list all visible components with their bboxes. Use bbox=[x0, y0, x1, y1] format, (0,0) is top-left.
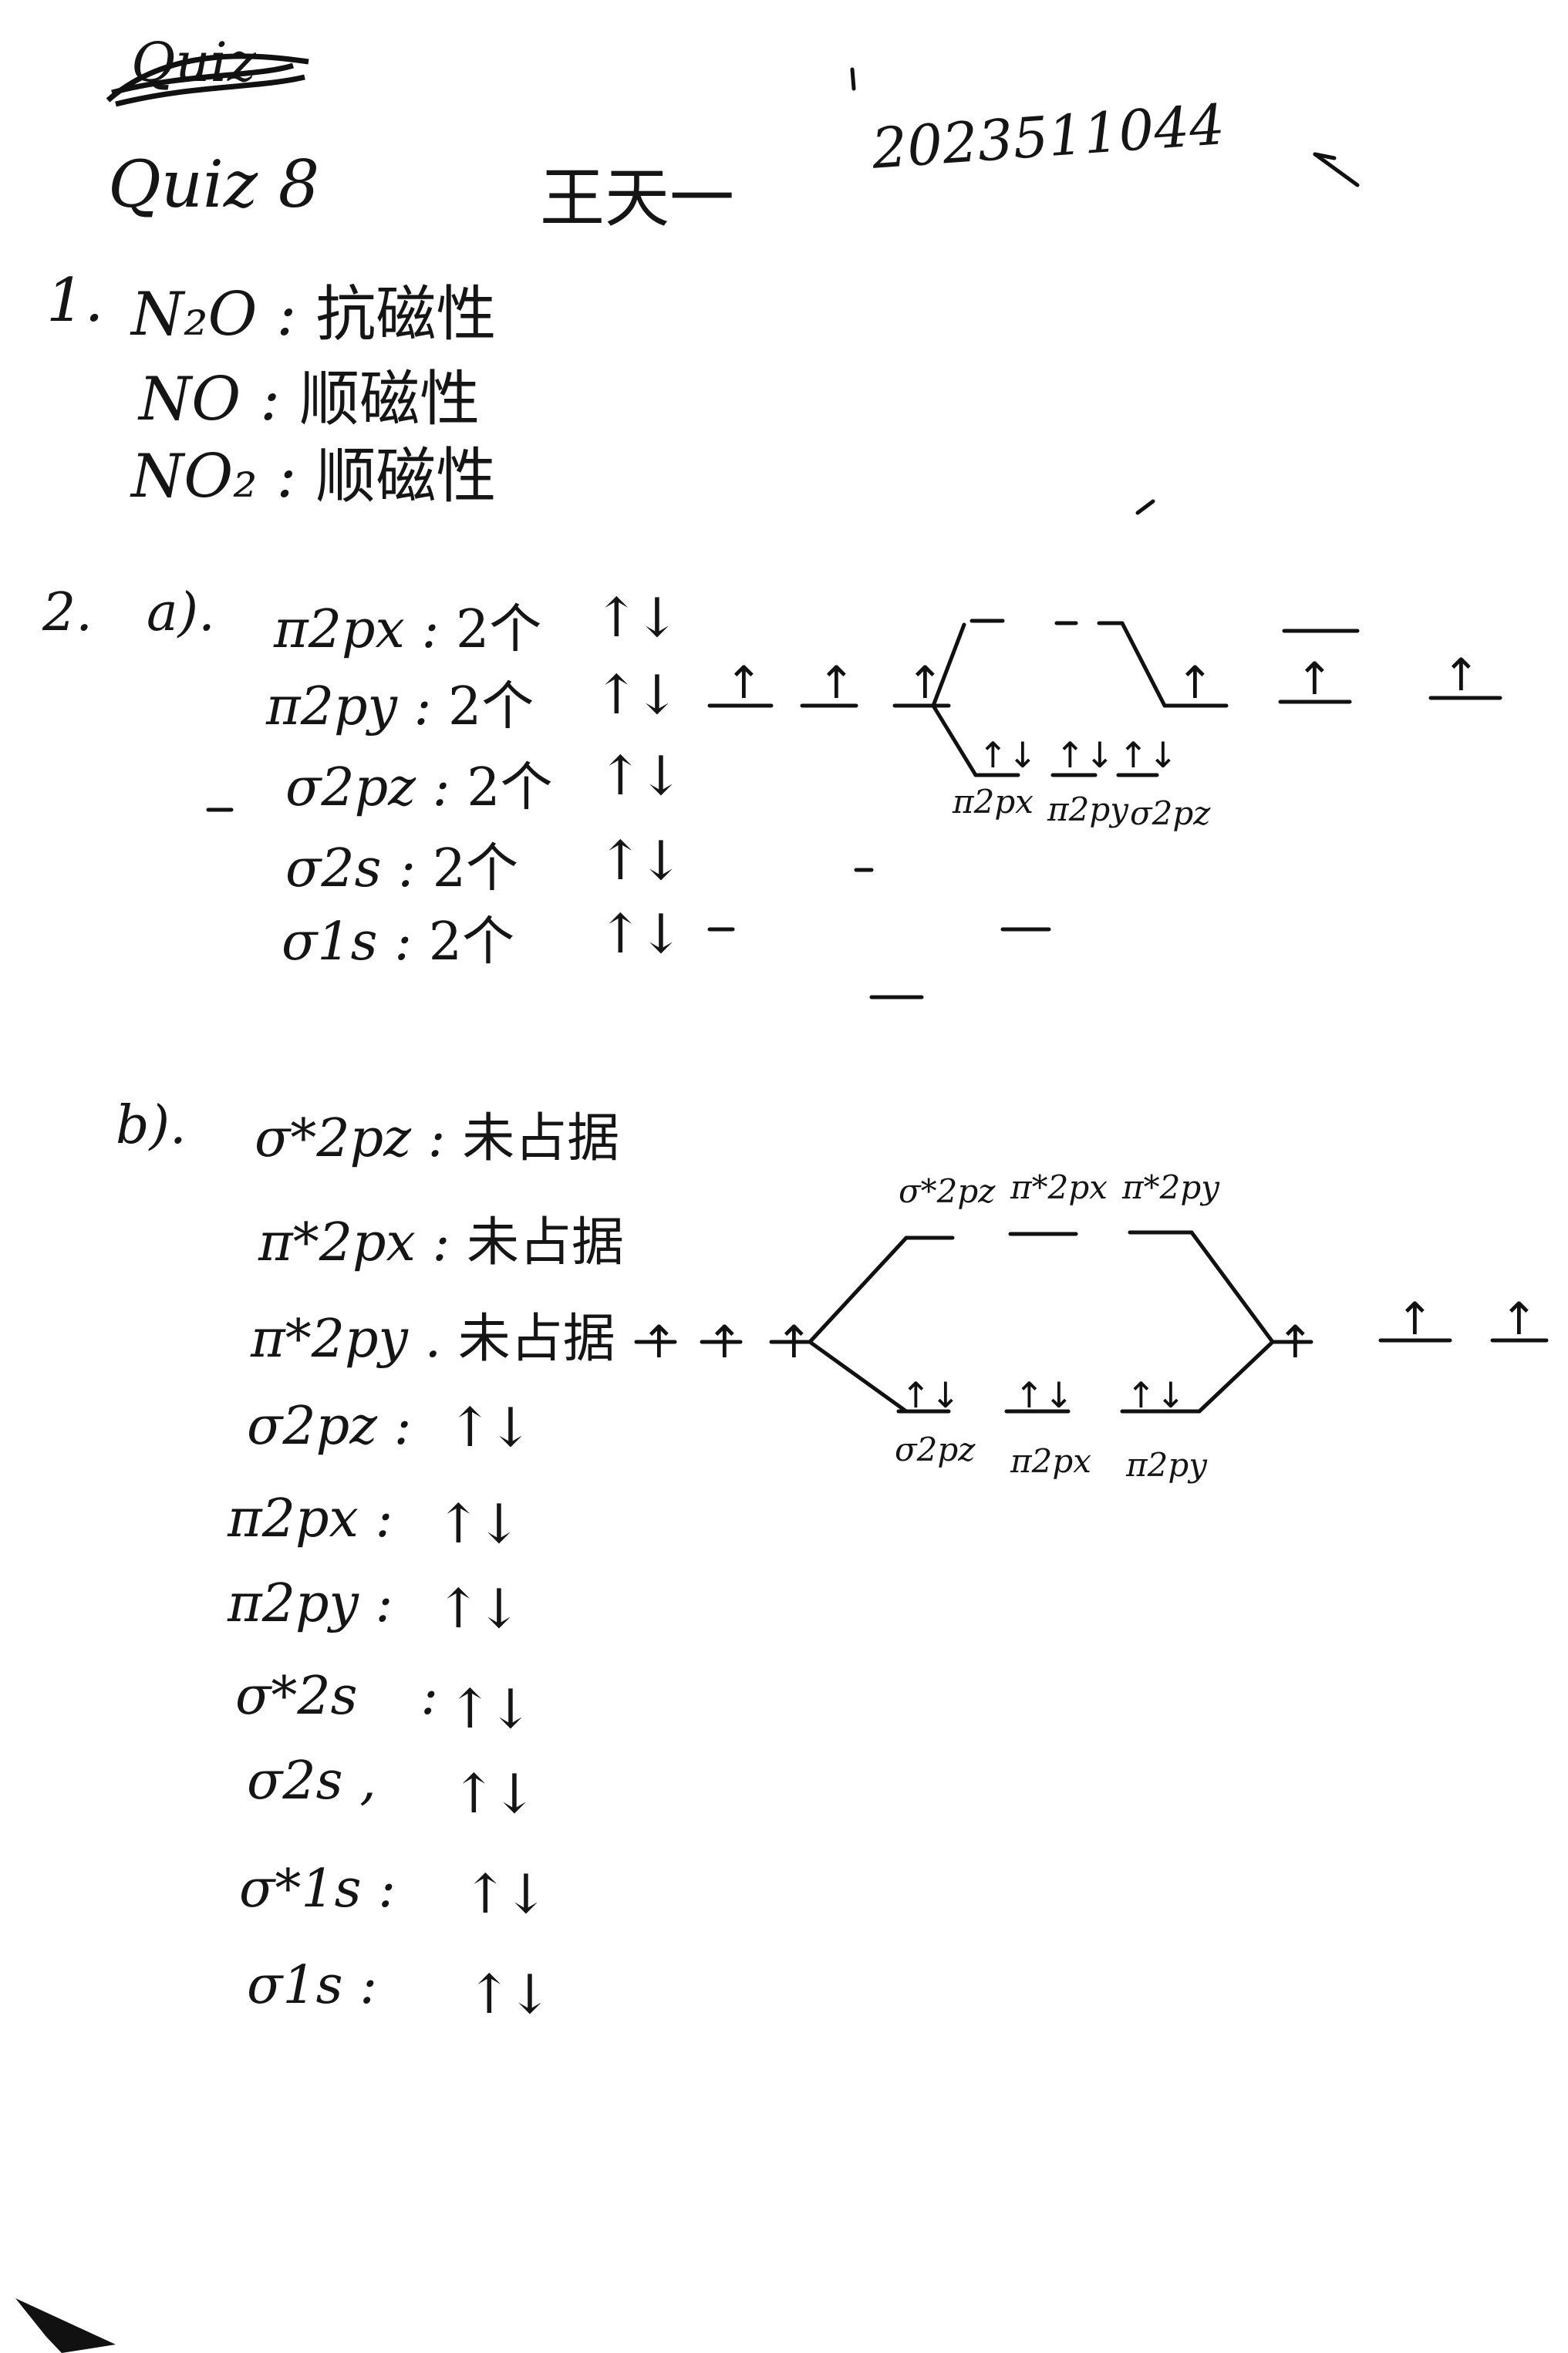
svg-text:↑: ↑ bbox=[818, 656, 855, 709]
q1-row-n2o: N₂O : 抗磁性 bbox=[131, 280, 497, 349]
svg-text:↑: ↑ bbox=[1500, 1293, 1538, 1345]
diagram-b-top-label: π*2px bbox=[1010, 1168, 1108, 1206]
diagram-b-bottom-label: σ2pz bbox=[895, 1431, 976, 1468]
diagram-b-bottom-label: π2py bbox=[1126, 1446, 1207, 1484]
electron-count: 2个 bbox=[455, 599, 542, 660]
q2b-row: σ*2pz : 未占据 bbox=[255, 1108, 620, 1169]
svg-text:↑: ↑ bbox=[1296, 652, 1334, 705]
q2a-row: σ1s : 2个 bbox=[282, 912, 514, 973]
electron-count: 2个 bbox=[428, 912, 514, 973]
q1-property: 抗磁性 bbox=[315, 280, 497, 349]
svg-text:↑: ↑ bbox=[906, 656, 944, 709]
orbital-label: σ*1s bbox=[239, 1859, 362, 1920]
q2a-row: σ2s : 2个 bbox=[285, 838, 518, 899]
svg-text:↑↓: ↑↓ bbox=[1014, 1374, 1074, 1416]
q2b-row: σ*1s : bbox=[239, 1859, 396, 1920]
diagram-a-label: σ2pz bbox=[1130, 794, 1211, 832]
q2b-arrows: ↑↓ bbox=[467, 1963, 552, 2026]
q2b-arrows: ↑↓ bbox=[447, 1396, 533, 1459]
q2a-row: π2py : 2个 bbox=[266, 676, 534, 737]
q1-species: N₂O bbox=[131, 280, 258, 349]
q2b-row: σ*2s : bbox=[235, 1666, 439, 1727]
q2b-row: σ1s : bbox=[247, 1955, 378, 2016]
q2b-row: π2px : bbox=[228, 1488, 393, 1549]
q2a-row: π2px : 2个 bbox=[274, 599, 542, 660]
orbital-label: σ1s bbox=[282, 912, 378, 973]
occupancy-value: 未占据 bbox=[466, 1212, 624, 1273]
svg-text:↑↓: ↑↓ bbox=[901, 1374, 960, 1416]
q2a-arrows: ↑↓ bbox=[594, 663, 679, 726]
occupancy-value: 未占据 bbox=[457, 1309, 615, 1370]
diagram-a-label: π2px bbox=[953, 783, 1034, 821]
orbital-label: π2py bbox=[266, 676, 397, 737]
svg-text:↑↓: ↑↓ bbox=[1126, 1374, 1185, 1416]
svg-text:↑↓: ↑↓ bbox=[978, 734, 1037, 776]
diagram-b-top-label: π*2py bbox=[1122, 1168, 1219, 1206]
orbital-label: σ*2s bbox=[235, 1666, 358, 1727]
orbital-label: σ*2pz bbox=[255, 1108, 412, 1169]
q2-number: 2. bbox=[42, 582, 93, 643]
svg-text:↑: ↑ bbox=[640, 1316, 678, 1368]
orbital-label: σ2pz bbox=[247, 1396, 378, 1457]
q1-row-no2: NO₂ : 顺磁性 bbox=[131, 442, 497, 511]
electron-count: 2个 bbox=[432, 838, 518, 899]
svg-text:↑: ↑ bbox=[1176, 656, 1214, 709]
diagram-b-top-label: σ*2pz bbox=[899, 1172, 996, 1210]
electron-count: 2个 bbox=[448, 676, 534, 737]
svg-text:↑↓: ↑↓ bbox=[1055, 734, 1114, 776]
occupancy-value: 未占据 bbox=[462, 1108, 620, 1169]
svg-text:↑: ↑ bbox=[1442, 649, 1480, 701]
q2a-arrows: ↑↓ bbox=[594, 586, 679, 649]
q2b-row: σ2pz : bbox=[247, 1396, 412, 1457]
orbital-label: π*2px bbox=[258, 1212, 416, 1273]
svg-text:↑: ↑ bbox=[775, 1316, 813, 1368]
q2a-arrows: ↑↓ bbox=[598, 829, 683, 892]
q2a-row: σ2pz : 2个 bbox=[285, 757, 553, 818]
q1-property: 顺磁性 bbox=[315, 442, 497, 511]
q1-row-no: NO : 顺磁性 bbox=[139, 365, 481, 434]
orbital-label: π2px bbox=[274, 599, 405, 660]
q1-number: 1. bbox=[46, 266, 104, 335]
q2b-arrows: ↑↓ bbox=[436, 1577, 521, 1640]
orbital-label: σ2s bbox=[247, 1751, 343, 1812]
q2b-arrows: ↑↓ bbox=[451, 1762, 537, 1825]
orbital-label: σ2pz bbox=[285, 757, 416, 818]
orbital-label: σ1s bbox=[247, 1955, 343, 2016]
svg-text:↑: ↑ bbox=[725, 656, 763, 709]
orbital-label: π*2py bbox=[251, 1309, 408, 1370]
svg-text:↑: ↑ bbox=[706, 1316, 744, 1368]
q1-species: NO bbox=[139, 365, 241, 434]
orbital-label: σ2s bbox=[285, 838, 382, 899]
q1-species: NO₂ bbox=[131, 442, 258, 511]
svg-text:↑: ↑ bbox=[1276, 1316, 1314, 1368]
q2a-part: a). bbox=[147, 582, 215, 643]
orbital-label: π2px bbox=[228, 1488, 359, 1549]
q2b-row: σ2s , bbox=[247, 1751, 376, 1812]
quiz-title: Quiz 8 bbox=[108, 147, 320, 222]
diagram-b-bottom-label: π2px bbox=[1010, 1442, 1091, 1480]
svg-text:↑↓: ↑↓ bbox=[1118, 734, 1178, 776]
q2b-arrows: ↑↓ bbox=[447, 1677, 533, 1741]
q2b-arrows: ↑↓ bbox=[463, 1863, 548, 1926]
svg-text:↑: ↑ bbox=[1396, 1293, 1434, 1345]
electron-count: 2个 bbox=[467, 757, 553, 818]
q2b-row: π2py : bbox=[228, 1573, 393, 1634]
q2b-part: b). bbox=[116, 1095, 187, 1156]
student-name: 王天一 bbox=[540, 160, 735, 236]
q2b-row: π*2px : 未占据 bbox=[258, 1212, 624, 1273]
q2a-arrows: ↑↓ bbox=[598, 902, 683, 966]
diagram-a-label: π2py bbox=[1047, 791, 1128, 828]
q1-property: 顺磁性 bbox=[299, 365, 481, 434]
q2a-arrows: ↑↓ bbox=[598, 744, 683, 807]
q2b-row: π*2py . 未占据 bbox=[251, 1309, 615, 1370]
orbital-label: π2py bbox=[228, 1573, 359, 1634]
q2b-arrows: ↑↓ bbox=[436, 1492, 521, 1556]
